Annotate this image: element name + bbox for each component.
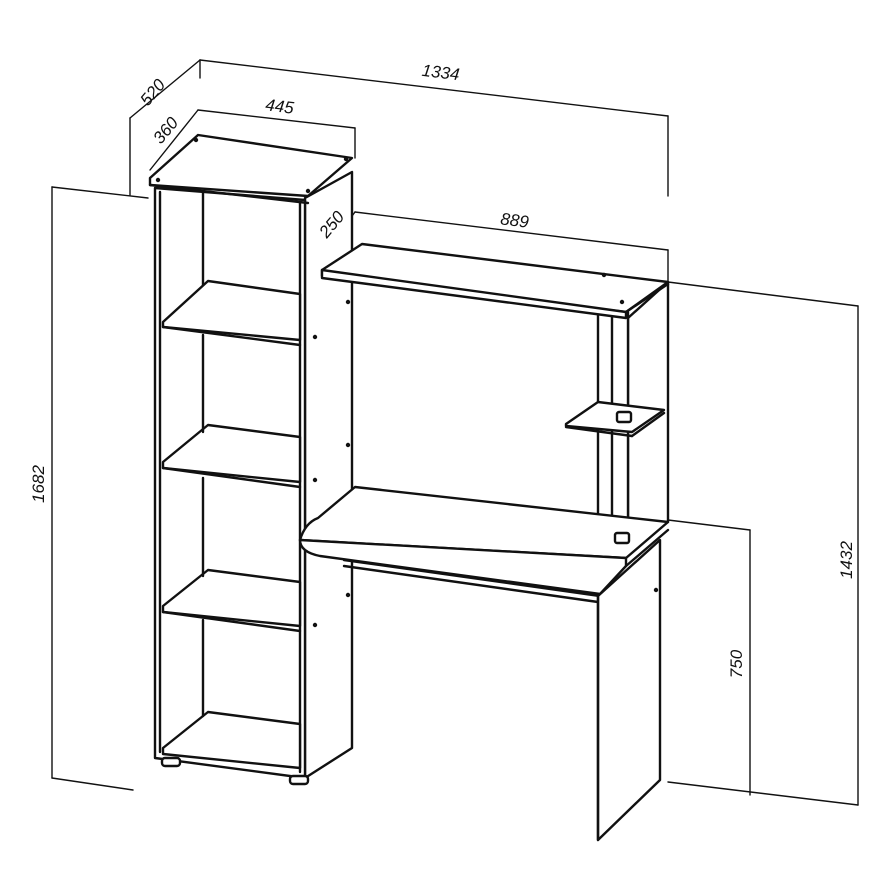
bookcase-top — [148, 133, 354, 198]
desk-top — [298, 485, 670, 560]
bookcase-foot-right — [288, 774, 310, 786]
dim-top-shelf-width: 889 — [499, 209, 530, 231]
dim-bookcase-depth: 360 — [149, 113, 182, 147]
bookcase-front — [153, 186, 307, 780]
dim-bookcase-width: 445 — [264, 95, 295, 117]
bookcase-foot-left — [160, 756, 182, 768]
bookcase-bottom — [161, 710, 302, 770]
hutch-small-shelf — [564, 400, 666, 434]
desk — [298, 242, 670, 842]
dim-hutch-height: 1432 — [837, 541, 856, 579]
dim-desk-height: 750 — [727, 649, 746, 678]
dimension-labels: 520 1334 360 445 250 889 1682 1432 750 — [29, 61, 856, 678]
dim-overall-height: 1682 — [29, 465, 48, 503]
bookcase — [148, 133, 354, 786]
dim-overall-width: 1334 — [421, 61, 461, 84]
dimension-lines — [51, 59, 859, 806]
dim-overall-depth: 520 — [136, 75, 169, 109]
